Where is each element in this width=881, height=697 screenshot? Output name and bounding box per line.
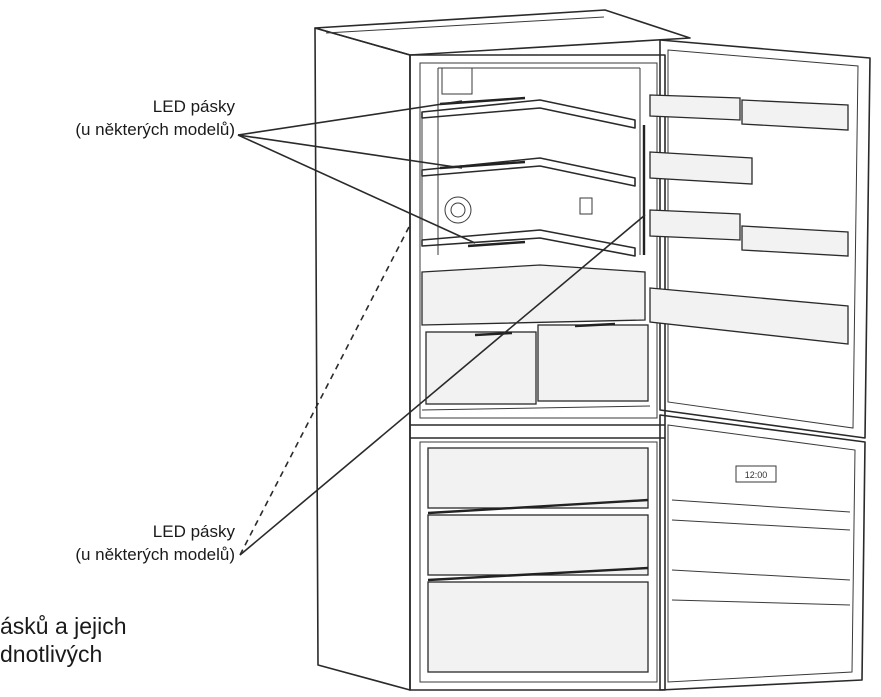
freezer-compartment-frame bbox=[419, 441, 658, 683]
leader-line-top-3 bbox=[237, 134, 476, 244]
freezer-drawer-middle bbox=[427, 514, 649, 576]
fridge-compartment-frame bbox=[419, 62, 658, 419]
shelf-2 bbox=[421, 157, 636, 187]
led-strip-3 bbox=[467, 240, 526, 248]
door-bin-1-right bbox=[741, 99, 849, 131]
fridge-door-inner bbox=[667, 49, 859, 429]
crisper-cover bbox=[421, 264, 646, 326]
freezer-door-shelf-4 bbox=[671, 599, 851, 606]
freezer-drawer-top bbox=[427, 447, 649, 509]
callout-led-strips-top: LED pásky (u některých modelů) bbox=[75, 95, 235, 141]
callout-bottom-line2: (u některých modelů) bbox=[75, 545, 235, 564]
fan-inner bbox=[450, 202, 466, 218]
crisper-drawer-left bbox=[425, 331, 537, 405]
cropped-text-line1: ásků a jejich bbox=[0, 613, 127, 639]
display-panel bbox=[735, 465, 777, 483]
fridge-door bbox=[659, 39, 871, 439]
crisper-drawer-right bbox=[537, 324, 649, 402]
door-bin-2 bbox=[649, 151, 753, 185]
fan-outer bbox=[444, 196, 472, 224]
rear-label bbox=[579, 197, 593, 215]
freezer-door bbox=[659, 414, 866, 691]
control-box bbox=[441, 67, 473, 95]
led-strip-1 bbox=[439, 96, 526, 106]
freezer-door-shelf-2 bbox=[671, 519, 851, 531]
callout-led-strips-bottom: LED pásky (u některých modelů) bbox=[75, 520, 235, 566]
cropped-text-line2: dnotlivých bbox=[0, 641, 103, 667]
door-bin-4 bbox=[649, 287, 849, 345]
leader-line-top-2 bbox=[237, 134, 463, 169]
cabinet-left-side bbox=[314, 27, 411, 691]
crisper-base bbox=[421, 405, 651, 411]
cabinet-top-inner bbox=[325, 16, 605, 34]
leader-line-bottom-dashed bbox=[239, 224, 411, 556]
callout-top-line2: (u některých modelů) bbox=[75, 120, 235, 139]
leader-line-bottom-solid bbox=[239, 214, 646, 556]
callout-top-line1: LED pásky bbox=[152, 97, 235, 116]
cabinet-front bbox=[409, 54, 666, 691]
cabinet-top bbox=[314, 9, 691, 56]
freezer-door-shelf-3 bbox=[671, 569, 851, 581]
crisper-handle-left bbox=[474, 331, 513, 337]
cropped-body-text: ásků a jejich dnotlivých bbox=[0, 612, 127, 668]
crisper-handle-right bbox=[574, 322, 616, 328]
freezer-door-inner bbox=[667, 424, 856, 683]
callout-bottom-line1: LED pásky bbox=[152, 522, 235, 541]
leader-line-top-1 bbox=[237, 100, 463, 136]
door-bin-3-left bbox=[649, 209, 741, 241]
freezer-drawer-bottom bbox=[427, 581, 649, 673]
freezer-handle-2 bbox=[427, 566, 649, 582]
door-bin-1-left bbox=[649, 94, 741, 121]
freezer-door-shelf-1 bbox=[671, 499, 851, 513]
door-bin-3-right bbox=[741, 225, 849, 257]
freezer-handle-1 bbox=[427, 498, 649, 515]
display-readout: 12:00 bbox=[745, 470, 768, 480]
